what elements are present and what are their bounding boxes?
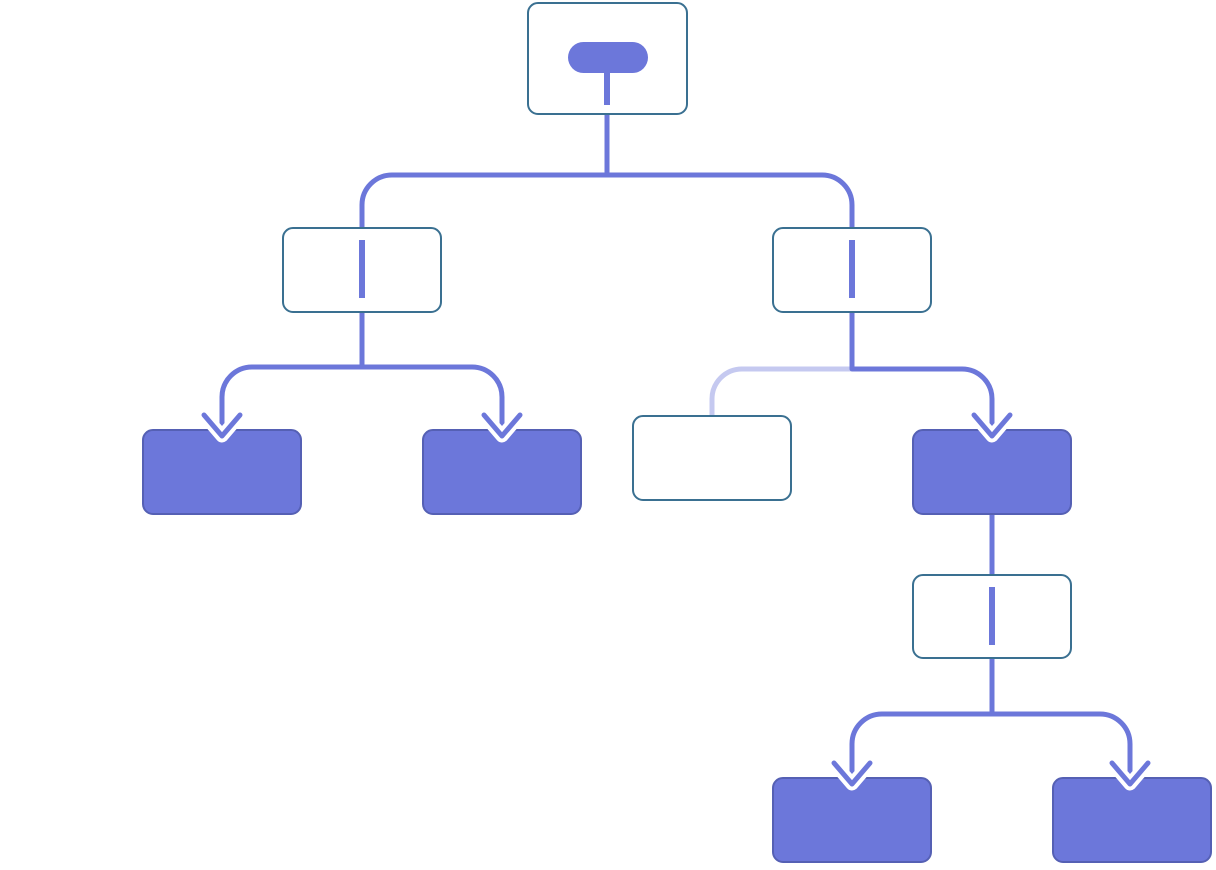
edges-layer xyxy=(219,109,1133,787)
root-pill xyxy=(568,42,648,73)
node-rrcr xyxy=(1052,756,1212,863)
arrowhead-icon xyxy=(831,760,873,787)
edge-left-ll xyxy=(219,309,365,439)
node-ll xyxy=(142,408,302,515)
node-rrcl xyxy=(772,756,932,863)
edge-root-left xyxy=(359,109,610,231)
arrowhead-icon xyxy=(971,412,1013,439)
node-rrc xyxy=(912,574,1072,659)
edge-right-rl xyxy=(709,366,855,419)
edge-rrc-rrcl xyxy=(849,655,995,787)
edge-right-rr xyxy=(849,309,995,439)
edge-rrc-rrcr xyxy=(989,711,1133,787)
node-lr xyxy=(422,408,582,515)
node-rr xyxy=(912,408,1072,515)
node-right xyxy=(772,227,932,313)
node-root xyxy=(527,2,688,115)
arrowhead-icon xyxy=(201,412,243,439)
edge-left-lr xyxy=(359,364,505,439)
nodes-layer xyxy=(142,2,1212,863)
node-rl xyxy=(632,415,792,501)
node-left xyxy=(282,227,442,313)
edge-root-right xyxy=(604,172,855,231)
arrowhead-icon xyxy=(481,412,523,439)
arrowhead-icon xyxy=(1109,760,1151,787)
